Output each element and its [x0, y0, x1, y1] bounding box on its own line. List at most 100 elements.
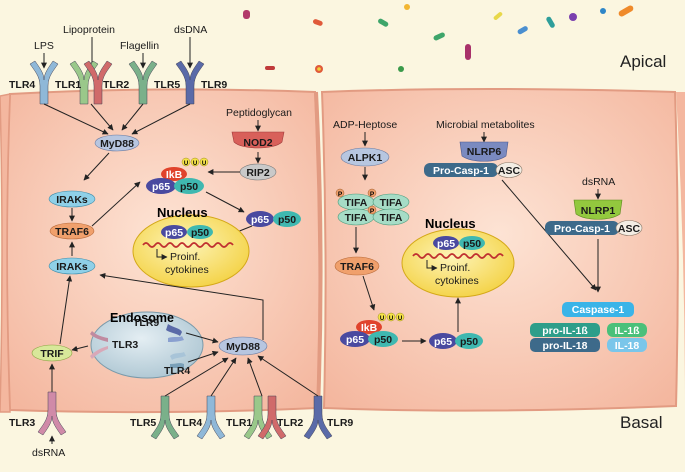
microbial-metabolites-label: Microbial metabolites — [436, 119, 535, 131]
p50-node — [174, 178, 204, 194]
tifa-complex: TIFA TIFA TIFA TIFA P P P — [335, 188, 410, 226]
tlr9-basal-label: TLR9 — [327, 417, 353, 429]
phospho-label: P — [370, 191, 375, 198]
nucleus-cell1-label: Nucleus — [157, 205, 208, 220]
nod2-node — [231, 131, 285, 149]
nfkb-complex-cell2: U U U IkB p65 p50 — [340, 312, 405, 347]
dsdna-label: dsDNA — [174, 24, 207, 36]
endosome-tlr9-icon — [166, 324, 184, 342]
p50-cell2-node — [368, 331, 398, 347]
iraks-bottom-label: IRAKs — [56, 261, 88, 273]
ub-label: U — [398, 316, 402, 322]
flagellin-label: Flagellin — [120, 40, 159, 52]
tlr2-apical-label: TLR2 — [103, 79, 129, 91]
free-p50-label: p50 — [278, 214, 296, 226]
dsrna-basal-label: dsRNA — [32, 447, 65, 459]
tifa-label: TIFA — [380, 197, 403, 209]
dsrna-nlrp1-label: dsRNA — [582, 176, 615, 188]
ubiquitin-icon — [377, 312, 387, 322]
myd88-to-iraks-long-arrow — [99, 272, 264, 340]
adp-heptose-label: ADP-Heptose — [333, 119, 397, 131]
endosome-tlr4-label: TLR4 — [164, 365, 190, 377]
proinf-line1-cell1: Proinf. — [170, 251, 200, 263]
free-p65-node — [246, 211, 274, 227]
ubiquitin-icon — [386, 312, 396, 322]
pro-casp1-bottom-node — [545, 221, 619, 235]
free-p65-label: p65 — [251, 214, 269, 226]
p65-label: p65 — [152, 181, 170, 193]
pro-casp1-bottom-label: Pro-Casp-1 — [554, 223, 610, 235]
phospho-label: P — [338, 191, 343, 198]
p65-cell2-label: p65 — [346, 334, 364, 346]
endosome-tlr9-label: TLR9 — [133, 317, 159, 329]
pro-il18-label: pro-IL-18 — [543, 340, 588, 352]
ikb-node — [161, 167, 187, 181]
tlr3-basal-label: TLR3 — [9, 417, 35, 429]
myd88-label: MyD88 — [100, 138, 134, 150]
nfkb-release-arrow — [205, 191, 245, 213]
traf6-to-ikb-arrow — [91, 181, 141, 227]
nuc-p50-node — [187, 225, 213, 239]
endo-tlr9-to-myd88-arrow — [185, 332, 219, 344]
endosome-label: Endosome — [110, 311, 174, 325]
alpk1-node — [340, 147, 390, 167]
lipoprotein-label: Lipoprotein — [63, 24, 115, 36]
nlrp1-node — [573, 199, 623, 220]
nfkb-complex-cell1: U U U IkB p65 p50 — [146, 157, 209, 194]
tifa-node — [372, 208, 410, 226]
ub-label: U — [389, 316, 393, 322]
phospho-label: P — [370, 208, 375, 215]
nuc-p65-node — [161, 225, 187, 239]
basal-tlr-arrows — [164, 355, 319, 397]
tlr5-apical-label: TLR5 — [154, 79, 180, 91]
asc-top-label: ASC — [498, 165, 521, 177]
p50-cell2-label: p50 — [374, 334, 392, 346]
alpk1-label: ALPK1 — [348, 152, 383, 164]
pro-il1b-node — [530, 323, 600, 337]
endosome-tlr3-icon — [90, 331, 108, 359]
traf6-to-ikb-cell2-arrow — [362, 275, 376, 311]
ubiquitin-icon — [190, 157, 200, 167]
dna-helix-icon — [142, 242, 234, 248]
bacteria-decoration — [243, 4, 634, 73]
il18-node — [607, 338, 647, 352]
tlr1-apical-label: TLR1 — [55, 79, 81, 91]
caspase1-label: Caspase-1 — [572, 304, 625, 316]
free-p50-cell2-node — [455, 333, 483, 349]
tlr5-basal-label: TLR5 — [130, 417, 156, 429]
nlrp6-node — [459, 141, 509, 162]
ubiquitin-icon — [199, 157, 209, 167]
phospho-icon — [367, 188, 377, 198]
traf6-cell2-node — [334, 256, 380, 276]
endo-tlr3-to-trif-arrow — [71, 345, 89, 352]
nuc-p65-cell2-label: p65 — [437, 238, 455, 250]
trif-label: TRIF — [40, 348, 64, 360]
nuc-p65-cell2-node — [433, 236, 459, 250]
ikb-cell2-node — [356, 320, 382, 334]
myd88-to-iraks-arrow — [83, 152, 110, 181]
proinf-line1-cell2: Proinf. — [440, 262, 470, 274]
nlrp6-to-caspase-arrow — [501, 179, 597, 291]
dna-helix-cell2-icon — [412, 253, 504, 259]
trif-to-iraks-arrow — [59, 275, 73, 345]
nuc-p50-cell2-label: p50 — [463, 238, 481, 250]
ub-label: U — [202, 161, 206, 167]
pro-casp1-top-label: Pro-Casp-1 — [433, 165, 489, 177]
free-p50-node — [273, 211, 301, 227]
endo-myd88-node — [218, 336, 268, 356]
transcription-arrow-icon — [156, 249, 168, 260]
tifa-label: TIFA — [345, 212, 368, 224]
nuc-p65-label: p65 — [165, 227, 183, 239]
nuc-p50-cell2-node — [459, 236, 485, 250]
tlr4-apical-label: TLR4 — [9, 79, 35, 91]
tlr-to-myd88-arrows — [43, 103, 191, 135]
phospho-icon — [367, 205, 377, 215]
iraks-bottom-node — [48, 257, 96, 275]
phospho-icon — [335, 188, 345, 198]
ub-label: U — [184, 161, 188, 167]
iraks-top-label: IRAKs — [56, 194, 88, 206]
ikb-label: IkB — [166, 169, 183, 181]
nucleus-cell2 — [401, 228, 515, 298]
